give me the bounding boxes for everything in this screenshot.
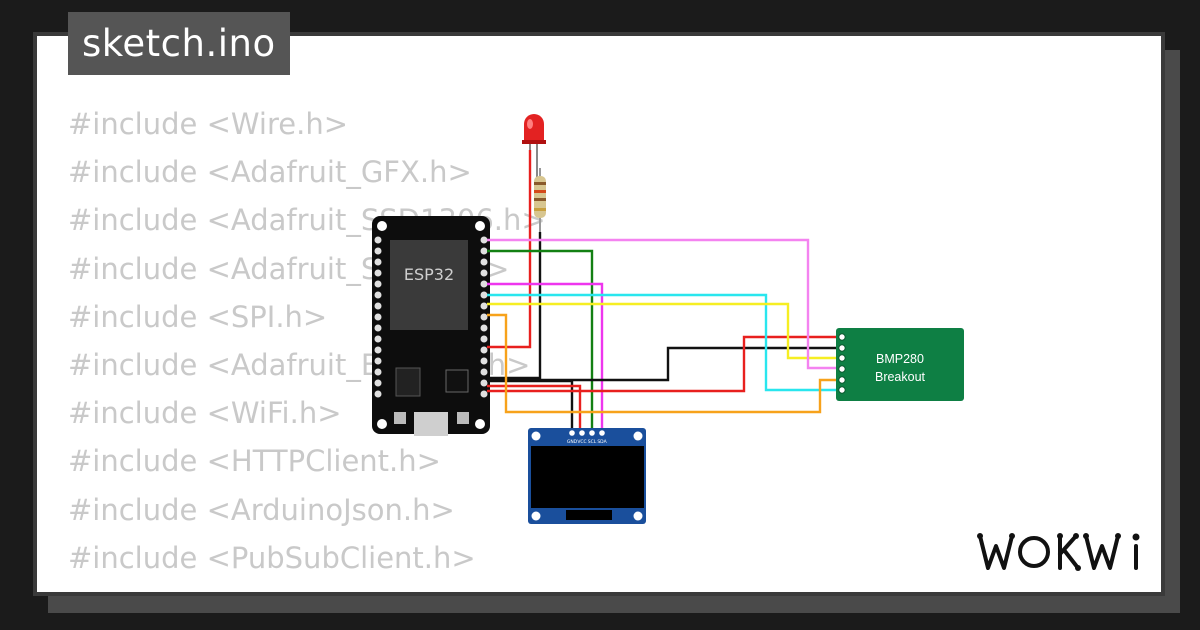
wire-bmp-vcc — [487, 335, 840, 393]
bmp280-pins — [838, 333, 846, 394]
code-line: #include <ArduinoJson.h> — [68, 492, 455, 527]
oled-pin-label: SDA — [597, 439, 607, 445]
wire-oled-sda — [487, 282, 604, 430]
code-line: #include <PubSubClient.h> — [68, 540, 476, 575]
bmp280-label: BMP280 — [876, 352, 924, 366]
wire-bmp-scl — [487, 293, 840, 392]
wokwi-logo — [977, 533, 1140, 571]
code-line: #include <Adafruit_GFX.h> — [68, 155, 472, 190]
wire-oled-gnd — [487, 379, 574, 430]
wire-bmp-sda — [487, 302, 840, 360]
oled-pin-label: SCL — [588, 439, 597, 445]
code-line: #include <SPI.h> — [68, 299, 328, 334]
oled-display[interactable]: GND VCC SCL SDA — [528, 428, 646, 524]
bmp280-sublabel: Breakout — [875, 370, 926, 384]
resistor[interactable] — [534, 168, 546, 232]
wire-oled-vcc — [487, 384, 582, 430]
sketch-title: sketch.ino — [68, 12, 290, 75]
wire-led-anode — [487, 150, 532, 349]
wire-resistor-gnd — [487, 232, 542, 380]
wire-bmp-sdo — [487, 313, 840, 414]
oled-screen — [531, 446, 644, 508]
wires — [487, 150, 840, 430]
wire-bmp-gnd — [487, 346, 840, 382]
esp32-chip-label: ESP32 — [404, 265, 454, 284]
code-line: #include <WiFi.h> — [68, 396, 342, 431]
oled-pins — [569, 430, 605, 436]
wire-bmp-csb — [487, 238, 840, 370]
red-led[interactable] — [522, 114, 546, 178]
usb-port — [414, 412, 448, 436]
reset-button[interactable] — [457, 412, 469, 424]
wire-oled-scl — [487, 249, 594, 430]
code-line: #include <HTTPClient.h> — [68, 444, 441, 479]
esp32-right-pins — [480, 236, 488, 398]
oled-pin-label: VCC — [577, 439, 586, 445]
boot-button[interactable] — [394, 412, 406, 424]
esp32-module — [390, 240, 468, 330]
esp32-left-pins — [374, 236, 382, 398]
code-line: #include <Wire.h> — [68, 107, 349, 141]
esp32-board[interactable]: ESP32 — [372, 216, 490, 436]
oled-pin-label: GND — [567, 439, 578, 445]
bmp280-breakout[interactable]: BMP280 Breakout — [836, 328, 964, 401]
